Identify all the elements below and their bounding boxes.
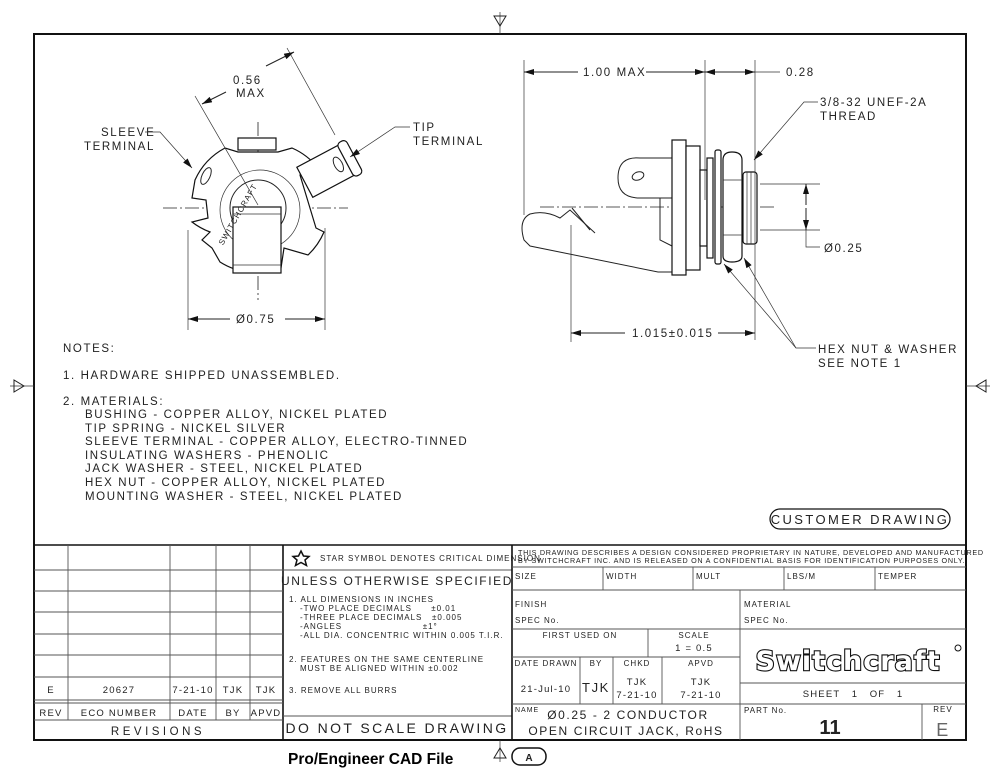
chkd-label: CHKD (624, 659, 651, 668)
width-label: WIDTH (606, 572, 637, 581)
title-block-grid (34, 544, 966, 740)
temper-label: TEMPER (878, 572, 917, 581)
first-used-on-label: FIRST USED ON (543, 631, 618, 640)
specs-heading: UNLESS OTHERWISE SPECIFIED (281, 574, 513, 588)
thread-label: 3/8-32 UNEF-2A (820, 97, 927, 109)
chkd-date: 7-21-10 (616, 690, 657, 701)
sheet-number: SHEET 1 OF 1 (803, 689, 904, 700)
hex-nut-label: HEX NUT & WASHER (818, 344, 958, 356)
mult-label: MULT (696, 572, 721, 581)
material-item: JACK WASHER - STEEL, NICKEL PLATED (85, 463, 363, 475)
size-label: SIZE (515, 572, 537, 581)
switchcraft-logo: Switchcraft (756, 646, 941, 677)
rev-label: REV (933, 705, 952, 714)
date-cell: 7-21-10 (172, 685, 213, 696)
rev-value: E (936, 720, 950, 740)
general-specs: STAR SYMBOL DENOTES CRITICAL DIMENSION U… (281, 549, 541, 736)
front-view: SWITCHCRAFT 0.56 MAX SLEEVE TERMINAL TIP… (84, 47, 484, 330)
header-by: BY (225, 708, 240, 719)
star-icon (291, 549, 311, 568)
header-rev: REV (39, 708, 62, 719)
center-mark-bottom (493, 740, 507, 762)
apvd-by: TJK (691, 677, 712, 688)
proprietary-notice: THIS DRAWING DESCRIBES A DESIGN CONSIDER… (518, 548, 984, 557)
scale-value: 1 = 0.5 (675, 643, 713, 654)
note-1: 1. HARDWARE SHIPPED UNASSEMBLED. (63, 370, 341, 382)
tip-terminal-label: TIP (413, 122, 436, 134)
material-item: SLEEVE TERMINAL - COPPER ALLOY, ELECTRO-… (85, 436, 468, 448)
material-item: TIP SPRING - NICKEL SILVER (85, 423, 286, 435)
apvd-label: APVD (688, 659, 714, 668)
rev-cell: E (47, 685, 55, 696)
finish-label: FINISH (515, 600, 547, 609)
spec-line: -THREE PLACE DECIMALS ±0.005 (300, 613, 462, 622)
by-cell: TJK (223, 685, 244, 696)
drawn-by: TJK (582, 680, 610, 695)
center-mark-right (966, 379, 990, 393)
header-apvd: APVD (251, 708, 282, 719)
name-label: NAME (515, 707, 539, 714)
cad-file-label: Pro/Engineer CAD File (288, 751, 454, 768)
revisions-table: E 20627 7-21-10 TJK TJK REV ECO NUMBER D… (39, 685, 282, 738)
dim-bore: Ø0.25 (824, 243, 863, 255)
registered-mark-icon (954, 644, 962, 652)
date-drawn-label: DATE DRAWN (515, 659, 578, 668)
scale-label: SCALE (678, 631, 709, 640)
revisions-title: REVISIONS (111, 726, 205, 738)
spec-line: 2. FEATURES ON THE SAME CENTERLINE (289, 655, 484, 664)
date-drawn: 21-Jul-10 (521, 684, 571, 695)
eco-cell: 20627 (103, 685, 135, 696)
material-item: INSULATING WASHERS - PHENOLIC (85, 450, 329, 462)
side-view: 1.00 MAX 0.28 3/8-32 UNEF-2A THREAD Ø0.2… (521, 60, 958, 370)
tip-terminal (296, 140, 363, 199)
part-number: 11 (819, 717, 840, 739)
dim-056-value: 0.56 (233, 75, 262, 87)
header-eco: ECO NUMBER (81, 708, 157, 719)
dim-bushing: 0.28 (786, 67, 815, 79)
apvd-date: 7-21-10 (680, 690, 721, 701)
apvd-cell: TJK (256, 685, 277, 696)
material-spec-label: SPEC No. (744, 616, 788, 625)
dim-length: 1.00 MAX (583, 67, 646, 79)
tip-terminal-label-2: TERMINAL (413, 136, 484, 148)
note-2: 2. MATERIALS: (63, 396, 164, 408)
spec-line: -ANGLES ±1° (300, 622, 438, 631)
hex-nut-label-2: SEE NOTE 1 (818, 358, 902, 370)
thread-label-2: THREAD (820, 111, 877, 123)
part-name-2: OPEN CIRCUIT JACK, RoHS (528, 724, 723, 738)
material-label: MATERIAL (744, 600, 791, 609)
material-item: HEX NUT - COPPER ALLOY, NICKEL PLATED (85, 477, 386, 489)
part-name: Ø0.25 - 2 CONDUCTOR (547, 708, 709, 722)
svg-text:CUSTOMER DRAWING: CUSTOMER DRAWING (771, 512, 950, 527)
spec-line: -ALL DIA. CONCENTRIC WITHIN 0.005 T.I.R. (300, 631, 504, 640)
zone-marker: A (511, 747, 547, 766)
spec-line: MUST BE ALIGNED WITHIN ±0.002 (300, 664, 459, 673)
material-item: MOUNTING WASHER - STEEL, NICKEL PLATED (85, 491, 403, 503)
dim-056-max: MAX (236, 88, 266, 100)
svg-text:A: A (525, 753, 532, 764)
spec-line: -TWO PLACE DECIMALS ±0.01 (300, 604, 456, 613)
finish-spec-label: SPEC No. (515, 616, 559, 625)
dim-spring: 1.015±0.015 (632, 328, 713, 340)
spec-line: 3. REMOVE ALL BURRS (289, 686, 398, 695)
sleeve-terminal-label: SLEEVE (101, 127, 155, 139)
spec-line: 1. ALL DIMENSIONS IN INCHES (289, 595, 434, 604)
material-item: BUSHING - COPPER ALLOY, NICKEL PLATED (85, 409, 388, 421)
sleeve-terminal-label-2: TERMINAL (84, 141, 155, 153)
proprietary-notice-2: BY SWITCHCRAFT INC. AND IS RELEASED ON A… (518, 556, 965, 565)
notes: NOTES: 1. HARDWARE SHIPPED UNASSEMBLED. … (63, 343, 468, 503)
part-no-label: PART No. (744, 706, 787, 715)
header-date: DATE (178, 708, 207, 719)
notes-title: NOTES: (63, 343, 115, 355)
lbs-m-label: LBS/M (787, 572, 816, 581)
center-mark-left (10, 379, 34, 393)
title-block: THIS DRAWING DESCRIBES A DESIGN CONSIDER… (515, 548, 984, 740)
chkd-by: TJK (627, 677, 648, 688)
by-label: BY (590, 659, 603, 668)
customer-drawing-stamp: CUSTOMER DRAWING (769, 508, 951, 530)
star-note: STAR SYMBOL DENOTES CRITICAL DIMENSION (320, 554, 541, 563)
dim-075: Ø0.75 (236, 314, 275, 326)
do-not-scale: DO NOT SCALE DRAWING (285, 720, 508, 736)
center-mark-top (493, 12, 507, 34)
